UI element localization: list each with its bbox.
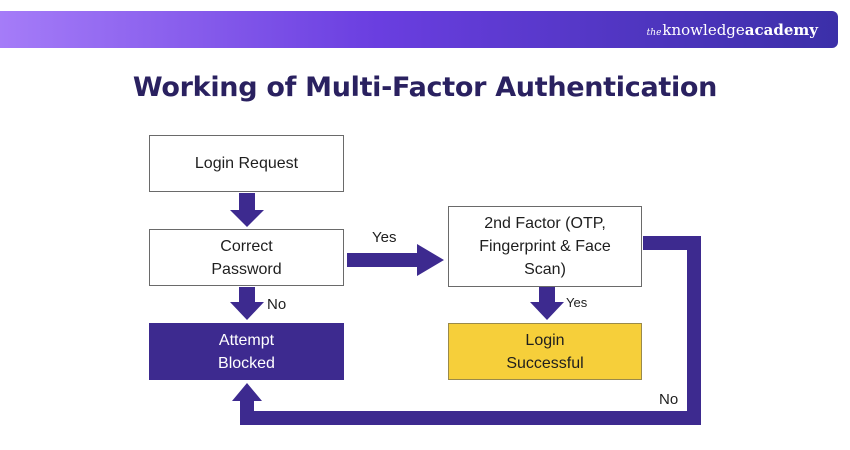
node-login-request: Login Request [149,135,344,192]
brand-logo: theknowledgeacademy [647,21,818,42]
header-banner: theknowledgeacademy [0,11,838,48]
arrow-password-to-factor [347,244,444,276]
arrow-password-to-blocked [230,287,264,320]
node-correct-password-label: Correct Password [211,237,282,278]
edge-label-password-to-blocked: No [267,296,287,313]
node-login-successful-label: Login Successful [506,331,584,372]
brand-prefix: the [646,28,662,38]
node-login-request-label: Login Request [194,155,299,172]
brand-bold: academy [744,21,818,39]
arrow-factor-to-success [530,287,564,320]
node-attempt-blocked: Attempt Blocked [149,323,344,380]
edge-label-password-to-factor: Yes [372,229,397,246]
diagram-title: Working of Multi-Factor Authentication [132,72,718,103]
arrow-login-to-password [230,193,264,227]
brand-word: knowledge [662,21,745,39]
edge-label-factor-to-success: Yes [566,295,588,310]
node-login-successful: Login Successful [448,323,642,380]
node-second-factor-label: 2nd Factor (OTP, Fingerprint & Face Scan… [479,215,611,278]
edge-label-factor-to-blocked: No [659,391,679,408]
node-correct-password: Correct Password [149,229,344,286]
node-second-factor: 2nd Factor (OTP, Fingerprint & Face Scan… [448,206,642,287]
node-attempt-blocked-label: Attempt Blocked [218,331,275,372]
